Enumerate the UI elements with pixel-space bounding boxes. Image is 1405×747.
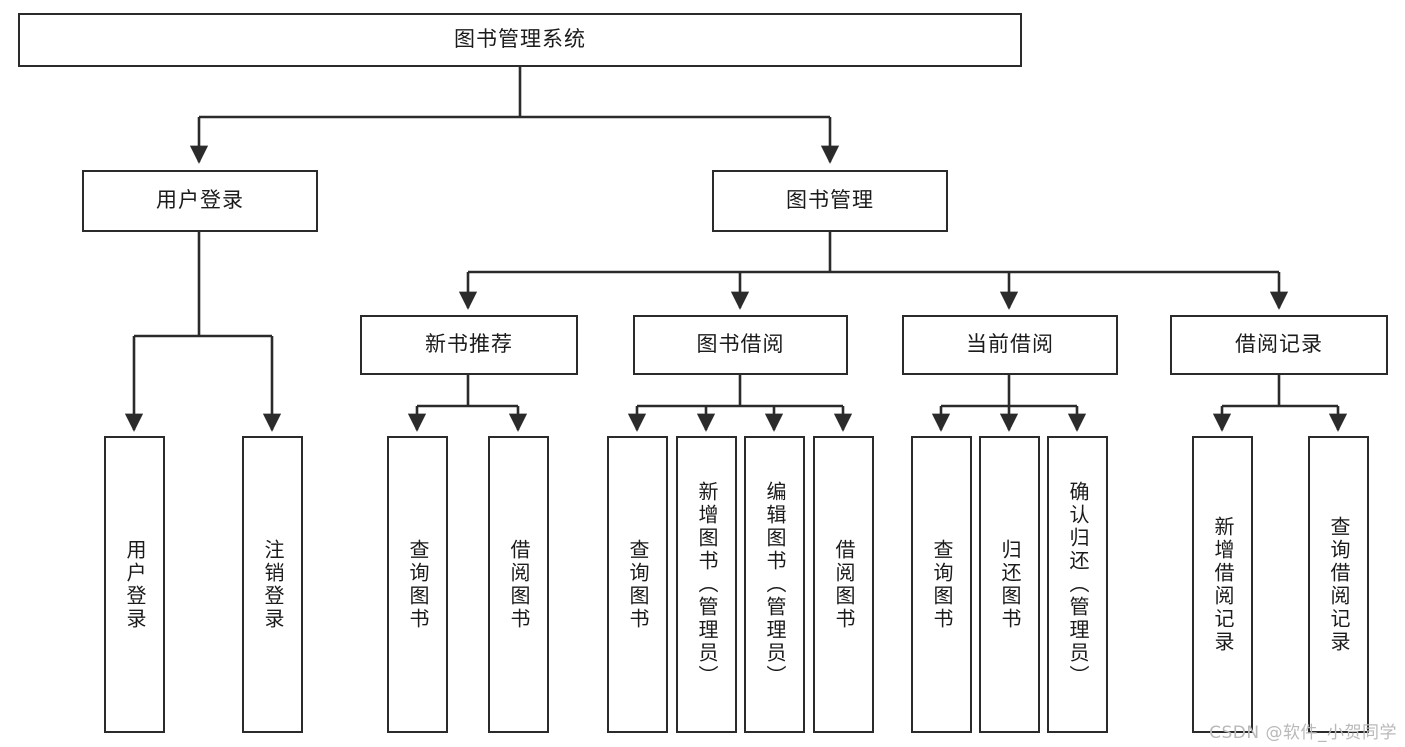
node-borrow-record-label: 借阅记录 — [1235, 332, 1323, 357]
node-leaf-query-book-2[interactable]: 查询图书 — [607, 436, 668, 733]
node-leaf-edit-book-label: 编辑图书（管理员） — [763, 481, 787, 688]
node-leaf-add-book[interactable]: 新增图书（管理员） — [676, 436, 737, 733]
node-leaf-borrow-book-1-label: 借阅图书 — [507, 538, 531, 631]
node-user-login[interactable]: 用户登录 — [82, 170, 318, 232]
node-leaf-query-book-3-label: 查询图书 — [930, 538, 954, 631]
node-borrow-record[interactable]: 借阅记录 — [1170, 315, 1388, 375]
node-leaf-query-record[interactable]: 查询借阅记录 — [1308, 436, 1369, 733]
node-leaf-query-book-1-label: 查询图书 — [406, 538, 430, 631]
node-leaf-query-book-2-label: 查询图书 — [626, 538, 650, 631]
node-leaf-borrow-book-2-label: 借阅图书 — [832, 538, 856, 631]
node-leaf-return-book-label: 归还图书 — [998, 538, 1022, 631]
node-root[interactable]: 图书管理系统 — [18, 13, 1022, 67]
node-leaf-edit-book[interactable]: 编辑图书（管理员） — [744, 436, 805, 733]
node-leaf-borrow-book-1[interactable]: 借阅图书 — [488, 436, 549, 733]
node-leaf-confirm-return-label: 确认归还（管理员） — [1066, 481, 1090, 688]
node-root-label: 图书管理系统 — [454, 27, 586, 52]
node-current-borrow-label: 当前借阅 — [966, 332, 1054, 357]
node-leaf-confirm-return[interactable]: 确认归还（管理员） — [1047, 436, 1108, 733]
node-leaf-add-record-label: 新增借阅记录 — [1211, 515, 1235, 654]
node-new-book-recommend[interactable]: 新书推荐 — [360, 315, 578, 375]
node-leaf-user-login[interactable]: 用户登录 — [104, 436, 165, 733]
node-book-manage-label: 图书管理 — [786, 188, 874, 213]
node-leaf-query-record-label: 查询借阅记录 — [1327, 515, 1351, 654]
node-current-borrow[interactable]: 当前借阅 — [902, 315, 1118, 375]
node-leaf-query-book-3[interactable]: 查询图书 — [911, 436, 972, 733]
node-book-borrow[interactable]: 图书借阅 — [633, 315, 848, 375]
node-leaf-user-logout-label: 注销登录 — [261, 538, 285, 631]
node-leaf-query-book-1[interactable]: 查询图书 — [387, 436, 448, 733]
node-leaf-borrow-book-2[interactable]: 借阅图书 — [813, 436, 874, 733]
node-leaf-user-login-label: 用户登录 — [123, 538, 147, 631]
node-leaf-user-logout[interactable]: 注销登录 — [242, 436, 303, 733]
watermark: CSDN @软件_小贺同学 — [1209, 723, 1397, 743]
node-book-borrow-label: 图书借阅 — [696, 332, 785, 357]
node-leaf-return-book[interactable]: 归还图书 — [979, 436, 1040, 733]
node-leaf-add-book-label: 新增图书（管理员） — [695, 481, 719, 688]
node-book-manage[interactable]: 图书管理 — [712, 170, 948, 232]
node-new-book-recommend-label: 新书推荐 — [425, 332, 513, 357]
node-user-login-label: 用户登录 — [156, 188, 244, 213]
node-leaf-add-record[interactable]: 新增借阅记录 — [1192, 436, 1253, 733]
